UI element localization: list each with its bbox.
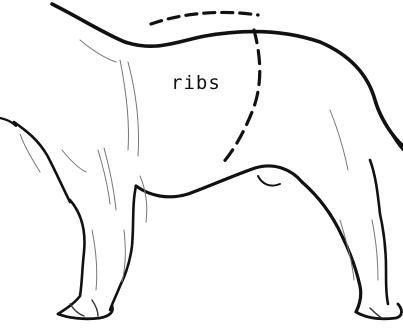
back-outline [52, 4, 403, 146]
ribs-label: ribs [171, 74, 221, 93]
front-leg-inner [110, 186, 136, 310]
hind-leg-back-outline [370, 160, 388, 304]
front-leg-outline [58, 200, 84, 314]
back-dashed-line [151, 12, 258, 24]
ribs-dashed-line [222, 30, 260, 164]
elbow-fold [258, 176, 280, 186]
belly-outline [136, 166, 302, 197]
chest-outline [14, 122, 70, 202]
hind-leg-front-outline [302, 182, 361, 312]
